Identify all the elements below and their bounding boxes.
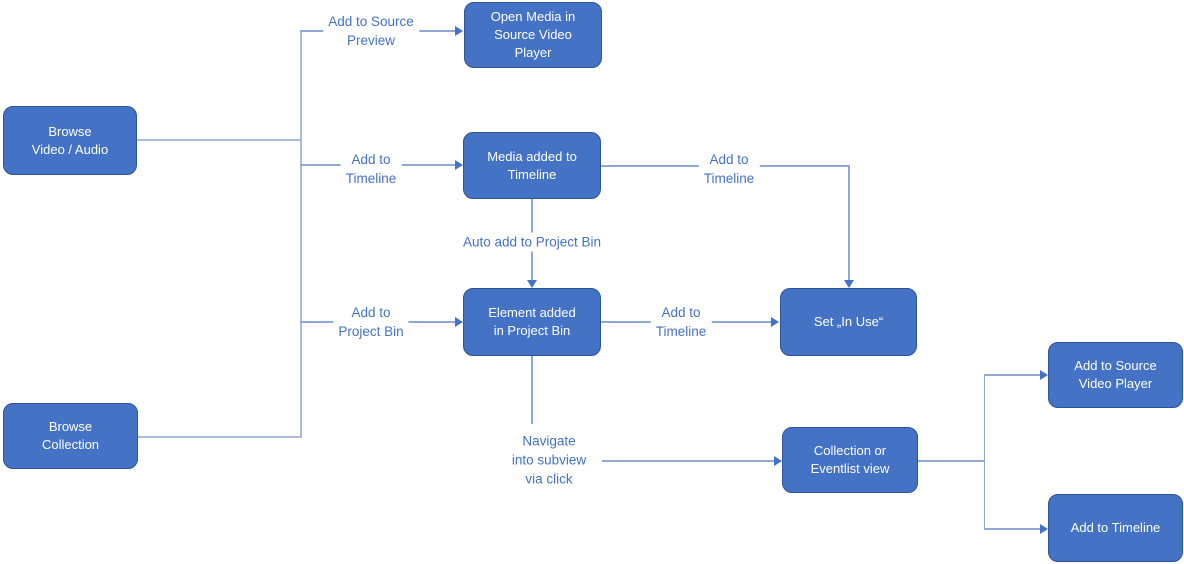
edge-label-add-to-project-bin: Add to Project Bin xyxy=(333,303,409,341)
edge-label-add-to-timeline-1: Add to Timeline xyxy=(340,150,402,188)
arrowhead-to-element-top xyxy=(527,280,537,288)
arrowhead-to-setinuse-top xyxy=(844,280,854,288)
arrowhead-to-add-timeline xyxy=(1040,524,1048,534)
arrowhead-to-media-added xyxy=(455,160,463,170)
edge-label-add-to-source-preview: Add to Source Preview xyxy=(323,12,419,50)
arrowhead-to-add-source xyxy=(1040,370,1048,380)
edge-label-add-to-timeline-3: Add to Timeline xyxy=(650,303,712,341)
edge-label-auto-add-project-bin: Auto add to Project Bin xyxy=(457,232,607,252)
connector-navigate-to-collection xyxy=(602,460,774,462)
edge-label-navigate-subview: Navigate into subview via click xyxy=(506,431,592,489)
node-open-media-source-player: Open Media in Source Video Player xyxy=(464,2,602,68)
trunk-branch-line xyxy=(300,31,302,438)
node-collection-eventlist-view: Collection or Eventlist view xyxy=(782,427,918,493)
edge-label-add-to-timeline-2: Add to Timeline xyxy=(698,150,760,188)
node-media-added-timeline: Media added to Timeline xyxy=(463,132,601,199)
arrowhead-to-setinuse-left xyxy=(771,317,779,327)
connector-collection-to-branch xyxy=(918,460,985,462)
node-add-to-timeline: Add to Timeline xyxy=(1048,494,1183,562)
node-add-to-source-video-player: Add to Source Video Player xyxy=(1048,342,1183,408)
connector-browse-video-to-trunk xyxy=(137,139,301,141)
right-branch-line xyxy=(983,374,985,530)
connector-branch-to-add-source xyxy=(984,374,1040,376)
arrowhead-to-collection-view xyxy=(774,456,782,466)
node-browse-collection: Browse Collection xyxy=(3,403,138,469)
node-element-added-project-bin: Element added in Project Bin xyxy=(463,288,601,356)
connector-browse-collection-to-trunk xyxy=(138,436,301,438)
connector-media-to-setinuse-v xyxy=(848,165,850,280)
arrowhead-to-open-media xyxy=(455,26,463,36)
arrowhead-to-element-added xyxy=(455,317,463,327)
connector-element-down-stub xyxy=(531,356,533,424)
node-set-in-use: Set „In Use“ xyxy=(780,288,917,356)
connector-branch-to-add-timeline xyxy=(984,528,1040,530)
node-browse-video-audio: Browse Video / Audio xyxy=(3,106,137,175)
